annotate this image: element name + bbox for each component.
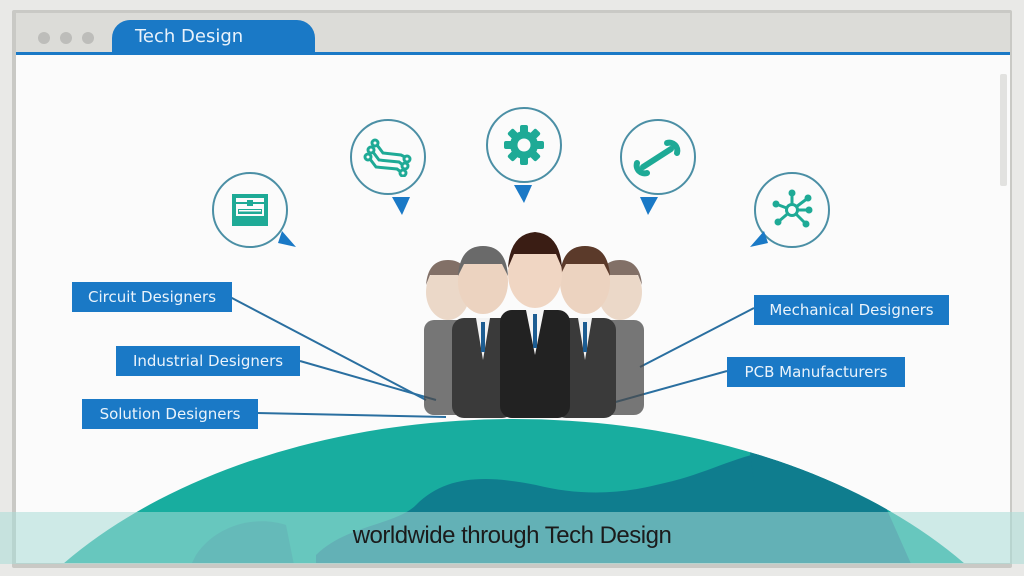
3d-printer-icon [232, 194, 268, 226]
bubble-network [754, 172, 830, 248]
network-hub-icon [772, 189, 813, 228]
window-dot-minimize[interactable] [60, 32, 72, 44]
label-mechanical-designers: Mechanical Designers [754, 295, 949, 325]
label-solution-designers: Solution Designers [82, 399, 258, 429]
label-pcb-manufacturers: PCB Manufacturers [727, 357, 905, 387]
gear-icon [504, 125, 544, 165]
bubble-circuit [350, 119, 426, 195]
bubble-gear [486, 107, 562, 183]
tab-tech-design[interactable]: Tech Design [112, 20, 315, 53]
subtitle-band [0, 512, 1024, 564]
window-dot-close[interactable] [38, 32, 50, 44]
window-dot-maximize[interactable] [82, 32, 94, 44]
window-controls [38, 32, 94, 44]
circuit-traces-icon [363, 138, 412, 177]
team-illustration [424, 232, 644, 418]
bubble-3d-printer [212, 172, 288, 248]
page-content: Circuit Designers Industrial Designers S… [16, 55, 1010, 563]
tab-underline [16, 52, 1010, 55]
label-circuit-designers: Circuit Designers [72, 282, 232, 312]
wrench-icon [633, 139, 681, 177]
video-subtitle: worldwide through Tech Design [352, 522, 672, 549]
label-industrial-designers: Industrial Designers [116, 346, 300, 376]
bubble-wrench [620, 119, 696, 195]
scrollbar[interactable] [1000, 74, 1007, 186]
